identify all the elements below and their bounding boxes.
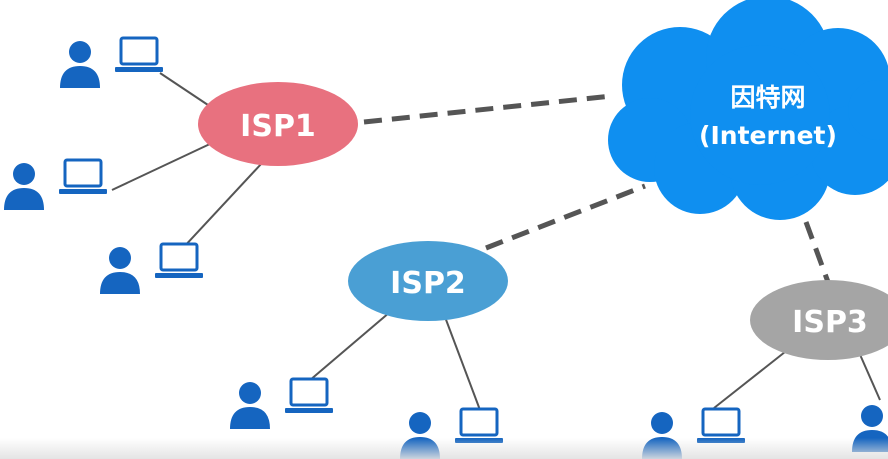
- user-group-5: [398, 407, 505, 459]
- link-isp2-internet: [485, 183, 646, 251]
- user-group-6: [640, 407, 747, 459]
- link-isp3-user7: [857, 349, 881, 401]
- link-isp2-user5: [444, 316, 481, 411]
- user-icon: [98, 242, 205, 296]
- isp1-label: ISP1: [240, 109, 316, 144]
- internet-label-en: (Internet): [699, 121, 837, 150]
- link-isp3-user6: [713, 347, 791, 409]
- user-group-1: [58, 36, 165, 90]
- isp3-node: ISP3: [750, 280, 888, 360]
- user-group-7: [850, 400, 888, 454]
- isp2-node: ISP2: [348, 241, 508, 321]
- user-icon: [850, 400, 888, 454]
- user-icon: [640, 407, 747, 459]
- user-icon: [58, 36, 165, 90]
- user-icon: [2, 158, 109, 212]
- link-isp1-internet: [363, 93, 613, 125]
- isp2-label: ISP2: [390, 266, 466, 301]
- cloud-icon: [608, 0, 888, 220]
- user-icon: [398, 407, 505, 459]
- internet-label-cn: 因特网: [730, 83, 805, 112]
- user-group-4: [228, 377, 335, 431]
- user-icon: [228, 377, 335, 431]
- link-isp1-user2: [111, 142, 213, 191]
- isp1-node: ISP1: [198, 82, 358, 166]
- dashed-links: [363, 93, 831, 283]
- user-group-3: [98, 242, 205, 296]
- internet-cloud: 因特网 (Internet): [608, 0, 888, 220]
- link-internet-isp3: [803, 221, 831, 283]
- user-group-2: [2, 158, 109, 212]
- link-isp1-user1: [159, 72, 209, 106]
- isp3-label: ISP3: [792, 305, 868, 340]
